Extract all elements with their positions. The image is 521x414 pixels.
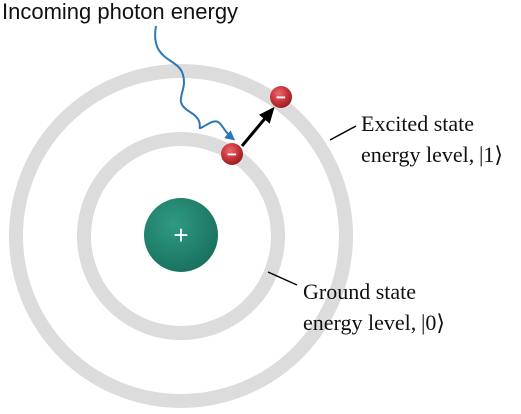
- incoming-photon-label: Incoming photon energy: [2, 0, 238, 24]
- nucleus-plus-sign: +: [173, 220, 188, 250]
- nucleus: [144, 198, 218, 272]
- excited-state-label-line1: Excited state: [361, 111, 474, 136]
- incoming-photon-arrow: [154, 25, 236, 141]
- excited-electron: −: [270, 86, 292, 108]
- electron-minus-sign: −: [276, 88, 286, 107]
- excited-leader-line: [329, 125, 357, 141]
- excited-state-label-line2: energy level,: [361, 142, 474, 167]
- ground-state-label-line2: energy level,: [303, 310, 416, 335]
- ground-electron: −: [221, 143, 243, 165]
- transition-arrow: [240, 106, 275, 147]
- excited-state-ket: |1⟩: [479, 142, 503, 167]
- electron-minus-sign: −: [227, 145, 237, 164]
- ground-state-label-line1: Ground state: [303, 279, 416, 304]
- ground-leader-line: [267, 271, 298, 286]
- ground-orbit: [77, 132, 285, 340]
- ground-state-ket: |0⟩: [421, 310, 445, 335]
